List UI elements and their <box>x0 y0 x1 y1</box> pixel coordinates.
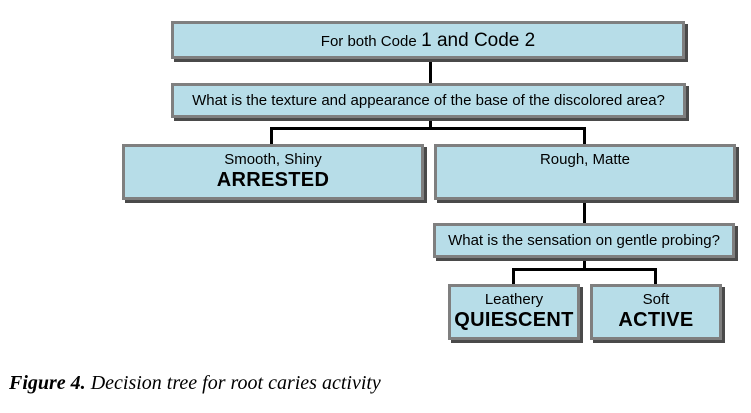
leaf-leathery-label: Leathery <box>484 291 544 308</box>
connector-branch-horizontal <box>270 127 586 130</box>
root-node-suffix: 1 and Code 2 <box>421 30 536 51</box>
question-node-probing: What is the sensation on gentle probing? <box>433 223 735 258</box>
connector-to-leaf-right <box>654 268 657 285</box>
connector-right-to-question2 <box>583 200 586 224</box>
question-probing-text: What is the sensation on gentle probing? <box>448 232 720 249</box>
connector-question2-down <box>583 257 586 270</box>
result-arrested: ARRESTED <box>216 169 330 191</box>
leaf-node-soft: Soft ACTIVE <box>590 284 722 340</box>
leaf-node-leathery: Leathery QUIESCENT <box>448 284 580 340</box>
root-node: For both Code 1 and Code 2 <box>171 21 685 59</box>
connector-to-leaf-left <box>512 268 515 285</box>
root-node-prefix: For both Code <box>320 33 417 50</box>
leaf-soft-label: Soft <box>642 291 670 308</box>
connector-to-left-branch <box>270 127 273 145</box>
branch-node-smooth-shiny: Smooth, Shiny ARRESTED <box>122 144 424 200</box>
result-active: ACTIVE <box>618 309 694 331</box>
figure-caption-label: Figure 4. <box>9 372 86 394</box>
connector-to-right-branch <box>583 127 586 145</box>
question-node-texture: What is the texture and appearance of th… <box>171 83 686 118</box>
figure-caption-text: Decision tree for root caries activity <box>90 372 381 394</box>
figure-caption: Figure 4. Decision tree for root caries … <box>9 372 381 395</box>
branch-smooth-label: Smooth, Shiny <box>224 151 322 168</box>
branch-node-rough-matte: Rough, Matte <box>434 144 736 200</box>
branch-rough-label: Rough, Matte <box>539 151 631 168</box>
connector-question1-down <box>429 117 432 129</box>
connector-leaf-horizontal <box>512 268 657 271</box>
result-quiescent: QUIESCENT <box>454 309 574 331</box>
question-texture-text: What is the texture and appearance of th… <box>192 92 665 109</box>
connector-root-question1 <box>429 58 432 84</box>
